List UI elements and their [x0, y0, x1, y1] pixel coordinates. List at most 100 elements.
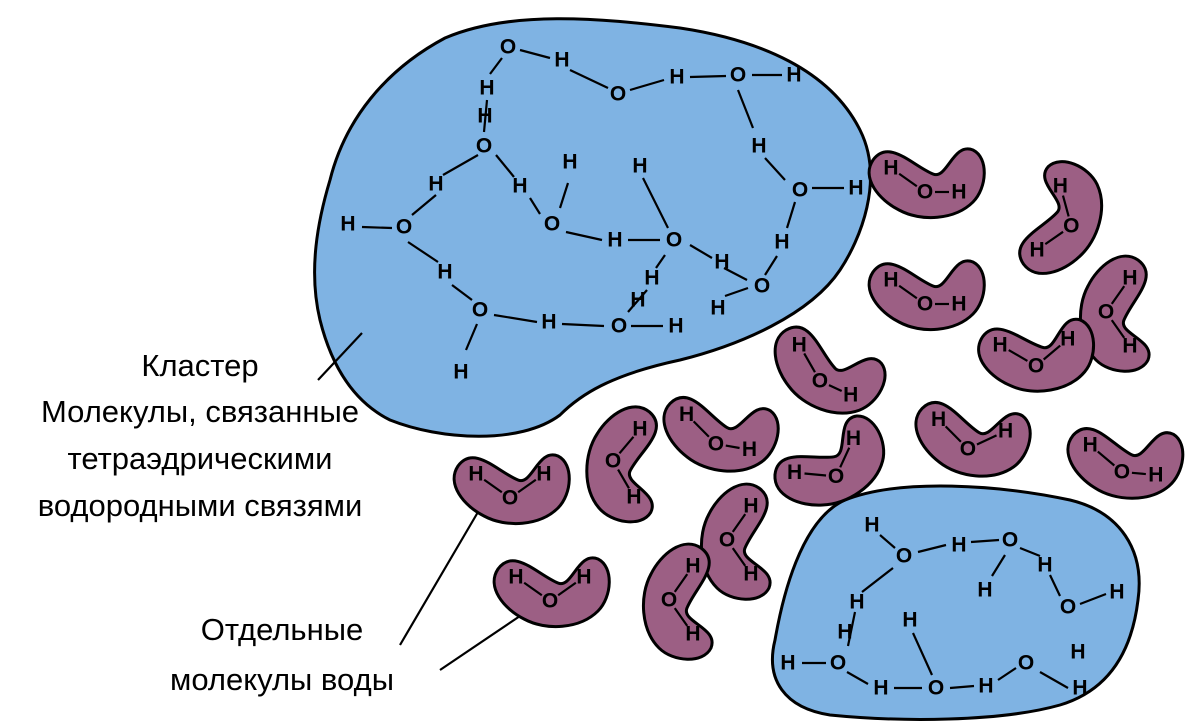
bond-line — [839, 447, 851, 468]
bond-line — [731, 547, 747, 567]
svg-text:H: H — [864, 514, 879, 537]
svg-text:O: O — [896, 545, 912, 568]
svg-text:O: O — [666, 229, 682, 252]
svg-text:O: O — [476, 135, 492, 158]
molecule-pointer-line-2 — [439, 615, 521, 671]
hydrogen-atom: H — [843, 384, 858, 407]
bond-line — [803, 352, 816, 373]
oxygen-atom: O — [661, 589, 677, 612]
svg-text:H: H — [668, 315, 683, 338]
water-molecule: HOH — [773, 325, 887, 415]
bond-line — [976, 434, 997, 446]
svg-text:H: H — [632, 155, 647, 178]
hydrogen-atom: H — [992, 334, 1007, 357]
single-molecules-label: Отдельные молекулы воды — [170, 612, 394, 697]
bond-line — [517, 478, 537, 494]
hydrogen-atom: H — [743, 563, 758, 586]
svg-text:O: O — [544, 213, 560, 236]
cluster-label-line-3: водородными связями — [38, 488, 363, 523]
oxygen-atom: O — [1098, 301, 1114, 324]
water-molecule: HOH — [452, 453, 571, 526]
hydrogen-atom: H — [576, 566, 591, 589]
bond-line — [804, 472, 827, 477]
oxygen-atom: O — [1114, 460, 1130, 483]
svg-text:H: H — [848, 177, 863, 200]
svg-text:H: H — [951, 534, 966, 557]
svg-text:H: H — [1109, 581, 1124, 604]
oxygen-atom: O — [719, 529, 735, 552]
cluster-label-line-1: Молекулы, связанные — [41, 394, 359, 429]
oxygen-atom: O — [1063, 215, 1079, 238]
svg-text:O: O — [1002, 529, 1018, 552]
svg-text:O: O — [500, 36, 516, 59]
molecule-blob — [867, 147, 986, 220]
svg-text:H: H — [554, 49, 569, 72]
hydrogen-atom: H — [626, 485, 641, 508]
svg-text:H: H — [630, 289, 645, 312]
cluster-small-blob — [770, 484, 1141, 721]
oxygen-atom: O — [917, 293, 933, 316]
bond-line — [1110, 319, 1126, 339]
svg-text:O: O — [830, 652, 846, 675]
hydrogen-atom: H — [998, 420, 1013, 443]
single-label-line-2: молекулы воды — [170, 662, 394, 697]
svg-text:O: O — [472, 299, 488, 322]
svg-text:H: H — [453, 361, 468, 384]
hydrogen-atom: H — [1083, 434, 1098, 457]
hydrogen-atom: H — [1148, 463, 1163, 486]
hydrogen-atom: H — [743, 495, 758, 518]
hydrogen-atom: H — [883, 157, 898, 180]
svg-text:O: O — [611, 315, 627, 338]
water-molecule: HOH — [1078, 254, 1151, 373]
svg-text:O: O — [792, 179, 808, 202]
bond-line — [1110, 285, 1126, 305]
svg-text:H: H — [710, 297, 725, 320]
svg-text:H: H — [1037, 554, 1052, 577]
molecule-blob — [1018, 160, 1104, 275]
hydrogen-atom: H — [931, 408, 946, 431]
svg-text:H: H — [977, 579, 992, 602]
svg-text:H: H — [714, 251, 729, 274]
svg-text:H: H — [873, 677, 888, 700]
svg-text:H: H — [340, 213, 355, 236]
hydrogen-atom: H — [1053, 174, 1068, 197]
bond-line — [673, 607, 689, 627]
hydrogen-atom: H — [787, 461, 802, 484]
svg-text:H: H — [902, 609, 917, 632]
svg-text:H: H — [607, 229, 622, 252]
cluster-large-bonds — [361, 48, 844, 351]
hydrogen-atom: H — [468, 463, 483, 486]
cluster-label-title: Кластер — [141, 348, 258, 383]
hydrogen-atom: H — [883, 269, 898, 292]
molecule-blob — [452, 453, 571, 526]
svg-text:O: O — [1060, 596, 1076, 619]
oxygen-atom: O — [605, 449, 621, 472]
bond-line — [1097, 450, 1116, 467]
cluster-pointer-line — [317, 332, 363, 381]
bond-line — [692, 420, 710, 438]
bond-line — [1042, 344, 1061, 361]
svg-text:O: O — [396, 216, 412, 239]
molecule-blob — [1066, 427, 1185, 500]
bond-line — [1061, 195, 1070, 217]
molecule-blob — [641, 542, 714, 661]
svg-text:H: H — [669, 66, 684, 89]
water-molecule: HOH — [492, 556, 611, 629]
oxygen-atom: O — [828, 465, 844, 488]
svg-text:H: H — [978, 675, 993, 698]
oxygen-atom: O — [812, 369, 828, 392]
hydrogen-atom: H — [1122, 335, 1137, 358]
bond-line — [1044, 230, 1064, 246]
cluster-large-blob — [313, 17, 872, 438]
hydrogen-atom: H — [679, 403, 694, 426]
molecule-blob — [977, 317, 1096, 393]
svg-text:H: H — [751, 135, 766, 158]
svg-text:H: H — [774, 231, 789, 254]
cluster-label: Кластер Молекулы, связанные тетраэдричес… — [38, 348, 363, 523]
hydrogen-atom: H — [536, 463, 551, 486]
molecule-blob — [662, 395, 780, 473]
